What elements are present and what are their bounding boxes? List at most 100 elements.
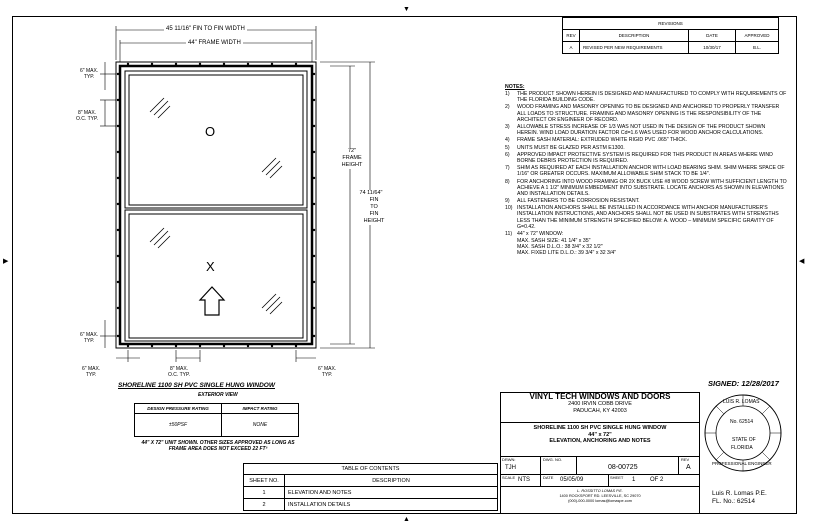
v-line-1 xyxy=(540,456,541,486)
seal-bottom: PROFESSIONAL ENGINEER xyxy=(712,461,772,466)
h-line-3 xyxy=(500,474,700,475)
note-11-sub: MAX. SASH SIZE: 41 1/4" x 35" MAX. SASH … xyxy=(517,238,617,257)
toc-title: TABLE OF CONTENTS xyxy=(243,463,498,475)
signed-date: SIGNED: 12/28/2017 xyxy=(708,379,779,388)
seal-license: No. 62514 xyxy=(730,419,754,425)
notes-title: NOTES: xyxy=(505,84,525,90)
revisions-title: REVISIONS xyxy=(562,17,779,30)
table-of-contents: TABLE OF CONTENTS SHEET NO. DESCRIPTION … xyxy=(243,463,498,511)
size-note: 44" X 72" UNIT SHOWN. OTHER SIZES APPROV… xyxy=(141,440,295,452)
drawing-description: SHORELINE 1100 SH PVC SINGLE HUNG WINDOW… xyxy=(533,425,667,444)
toc-col-sheet: SHEET NO. xyxy=(243,474,285,487)
bottom-center-marker: ▲ xyxy=(403,516,410,523)
note-item: 2) WOOD FRAMING AND MASONRY OPENING TO BE… xyxy=(505,104,787,122)
elevation-subtitle: EXTERIOR VIEW xyxy=(198,392,238,398)
date-value: 05/05/09 xyxy=(560,477,584,483)
top-center-marker: ▼ xyxy=(403,6,410,13)
v-line-3 xyxy=(608,474,609,486)
h-line-4 xyxy=(500,486,700,487)
note-text: FOR ANCHORING INTO WOOD FRAMING OR 2X BU… xyxy=(517,178,787,197)
impact-value: NONE xyxy=(221,413,299,437)
note-number: 4) xyxy=(505,137,510,144)
note-number: 5) xyxy=(505,144,510,151)
sheet-of: OF 2 xyxy=(650,477,664,483)
sheet-label: SHEET xyxy=(610,475,624,480)
notes-list: 1) THE PRODUCT SHOWN HEREIN IS DESIGNED A… xyxy=(505,91,787,237)
dim-bottom-left: 6" MAX.TYP. xyxy=(82,366,101,378)
engineer-seal xyxy=(704,394,782,472)
note-item: 5) UNITS MUST BE GLAZED PER ASTM E1300. xyxy=(505,145,787,151)
dim-top-left: 6" MAX.TYP. xyxy=(80,68,99,80)
dim-left-bottom: 6" MAX.TYP. xyxy=(80,332,99,344)
dwg-label: DWG. NO. xyxy=(543,457,563,462)
table-row: A REVISED PER NEW REQUIREMENTS 10/30/17 … xyxy=(562,41,779,54)
right-center-marker: ◀ xyxy=(799,258,805,265)
design-pressure-value: ±50PSF xyxy=(134,413,222,437)
note-text: FRAME SASH MATERIAL: EXTRUDED WHITE RIGI… xyxy=(517,137,687,144)
elevation-title: SHORELINE 1100 SH PVC SINGLE HUNG WINDOW xyxy=(118,382,275,389)
pe-block: Luis R. Lomas P.E. FL. No.: 62514 xyxy=(712,490,767,505)
v-line-2 xyxy=(678,456,679,474)
company-address-2: PADUCAH, KY 42003 xyxy=(573,407,627,414)
note-item: 6) APPROVED IMPACT PROTECTIVE SYSTEM IS R… xyxy=(505,152,787,164)
seal-name: LUIS R. LOMAS xyxy=(723,399,760,405)
note-text: THE PRODUCT SHOWN HEREIN IS DESIGNED AND… xyxy=(517,91,787,104)
h-line-1 xyxy=(500,422,700,423)
note-number: 3) xyxy=(505,123,510,130)
sheet-value: 1 xyxy=(632,477,636,483)
frame-width-dim: 44" FRAME WIDTH xyxy=(186,40,243,46)
rev-col-date: DATE xyxy=(688,29,736,42)
engineer-block: L. ROSSITTO LOMAS P.E. 1400 ROCKSPORT RD… xyxy=(559,489,641,503)
note-number: 10) xyxy=(505,205,513,212)
note-text: WOOD FRAMING AND MASONRY OPENING TO BE D… xyxy=(517,104,780,123)
rev-col-approved: APPROVED xyxy=(735,29,779,42)
note-number: 11) xyxy=(505,230,513,237)
note-text: SHIM AS REQUIRED AT EACH INSTALLATION AN… xyxy=(517,165,785,178)
design-pressure-table: DESIGN PRESSURE RATING IMPACT RATING ±50… xyxy=(134,403,299,437)
note-number: 1) xyxy=(505,91,510,98)
company-address-1: 2400 IRVIN COBB DRIVE xyxy=(568,401,632,407)
note-text: INSTALLATION ANCHORS SHALL BE INSTALLED … xyxy=(517,205,779,230)
note-text: APPROVED IMPACT PROTECTIVE SYSTEM IS REQ… xyxy=(517,151,773,164)
rev-col-desc: DESCRIPTION xyxy=(579,29,689,42)
left-center-marker: ▶ xyxy=(3,258,9,265)
note-text: ALLOWABLE STRESS INCREASE OF 1/3 WAS NOT… xyxy=(517,123,766,137)
fin-width-dim: 45 11/16" FIN TO FIN WIDTH xyxy=(164,26,247,32)
dim-left-oc: 8" MAX.O.C. TYP. xyxy=(76,110,99,122)
company-block: VINYL TECH WINDOWS AND DOORS 2400 IRVIN … xyxy=(500,393,700,414)
note-number: 8) xyxy=(505,178,510,185)
scale-value: NTS xyxy=(518,477,530,483)
h-line-2 xyxy=(500,456,700,457)
revisions-table: REVISIONS REV DESCRIPTION DATE APPROVED … xyxy=(562,17,779,54)
note-item: 1) THE PRODUCT SHOWN HEREIN IS DESIGNED A… xyxy=(505,91,787,103)
note-item: 10) INSTALLATION ANCHORS SHALL BE INSTALL… xyxy=(505,205,787,229)
note-number: 6) xyxy=(505,151,510,158)
fixed-lite-mark: O xyxy=(205,124,216,139)
rev-col-rev: REV xyxy=(562,29,580,42)
note-item: 4) FRAME SASH MATERIAL: EXTRUDED WHITE RI… xyxy=(505,137,787,143)
note-item: 9)ALL FASTENERS TO BE CORROSION RESISTAN… xyxy=(505,198,787,204)
scale-label: SCALE xyxy=(502,475,516,480)
note-text: UNITS MUST BE GLAZED PER ASTM E1300. xyxy=(517,144,625,151)
note-item: 11) 44" x 72" WINDOW: xyxy=(505,231,787,237)
note-number: 2) xyxy=(505,104,510,111)
dwg-number: 08-00725 xyxy=(608,464,638,471)
date-label: DATE xyxy=(543,475,554,480)
note-number: 7) xyxy=(505,165,510,172)
note-item: 3) ALLOWABLE STRESS INCREASE OF 1/3 WAS N… xyxy=(505,124,787,136)
table-row: 2 INSTALLATION DETAILS xyxy=(243,498,498,511)
note-item: 8) FOR ANCHORING INTO WOOD FRAMING OR 2X … xyxy=(505,179,787,197)
rev-value: A xyxy=(686,464,691,471)
toc-col-desc: DESCRIPTION xyxy=(284,474,498,487)
note-number: 9) xyxy=(505,198,510,205)
note-text: 44" x 72" WINDOW: xyxy=(517,230,564,237)
dim-bottom-mid: 8" MAX.O.C. TYP. xyxy=(168,366,191,378)
drawn-value: TJH xyxy=(505,465,516,471)
window-elevation-drawing xyxy=(100,26,375,362)
impact-header: IMPACT RATING xyxy=(221,403,299,414)
rev-label: REV xyxy=(681,457,690,462)
design-pressure-header: DESIGN PRESSURE RATING xyxy=(134,403,222,414)
drawn-label: DRWN: xyxy=(502,457,516,462)
title-block xyxy=(500,392,700,514)
